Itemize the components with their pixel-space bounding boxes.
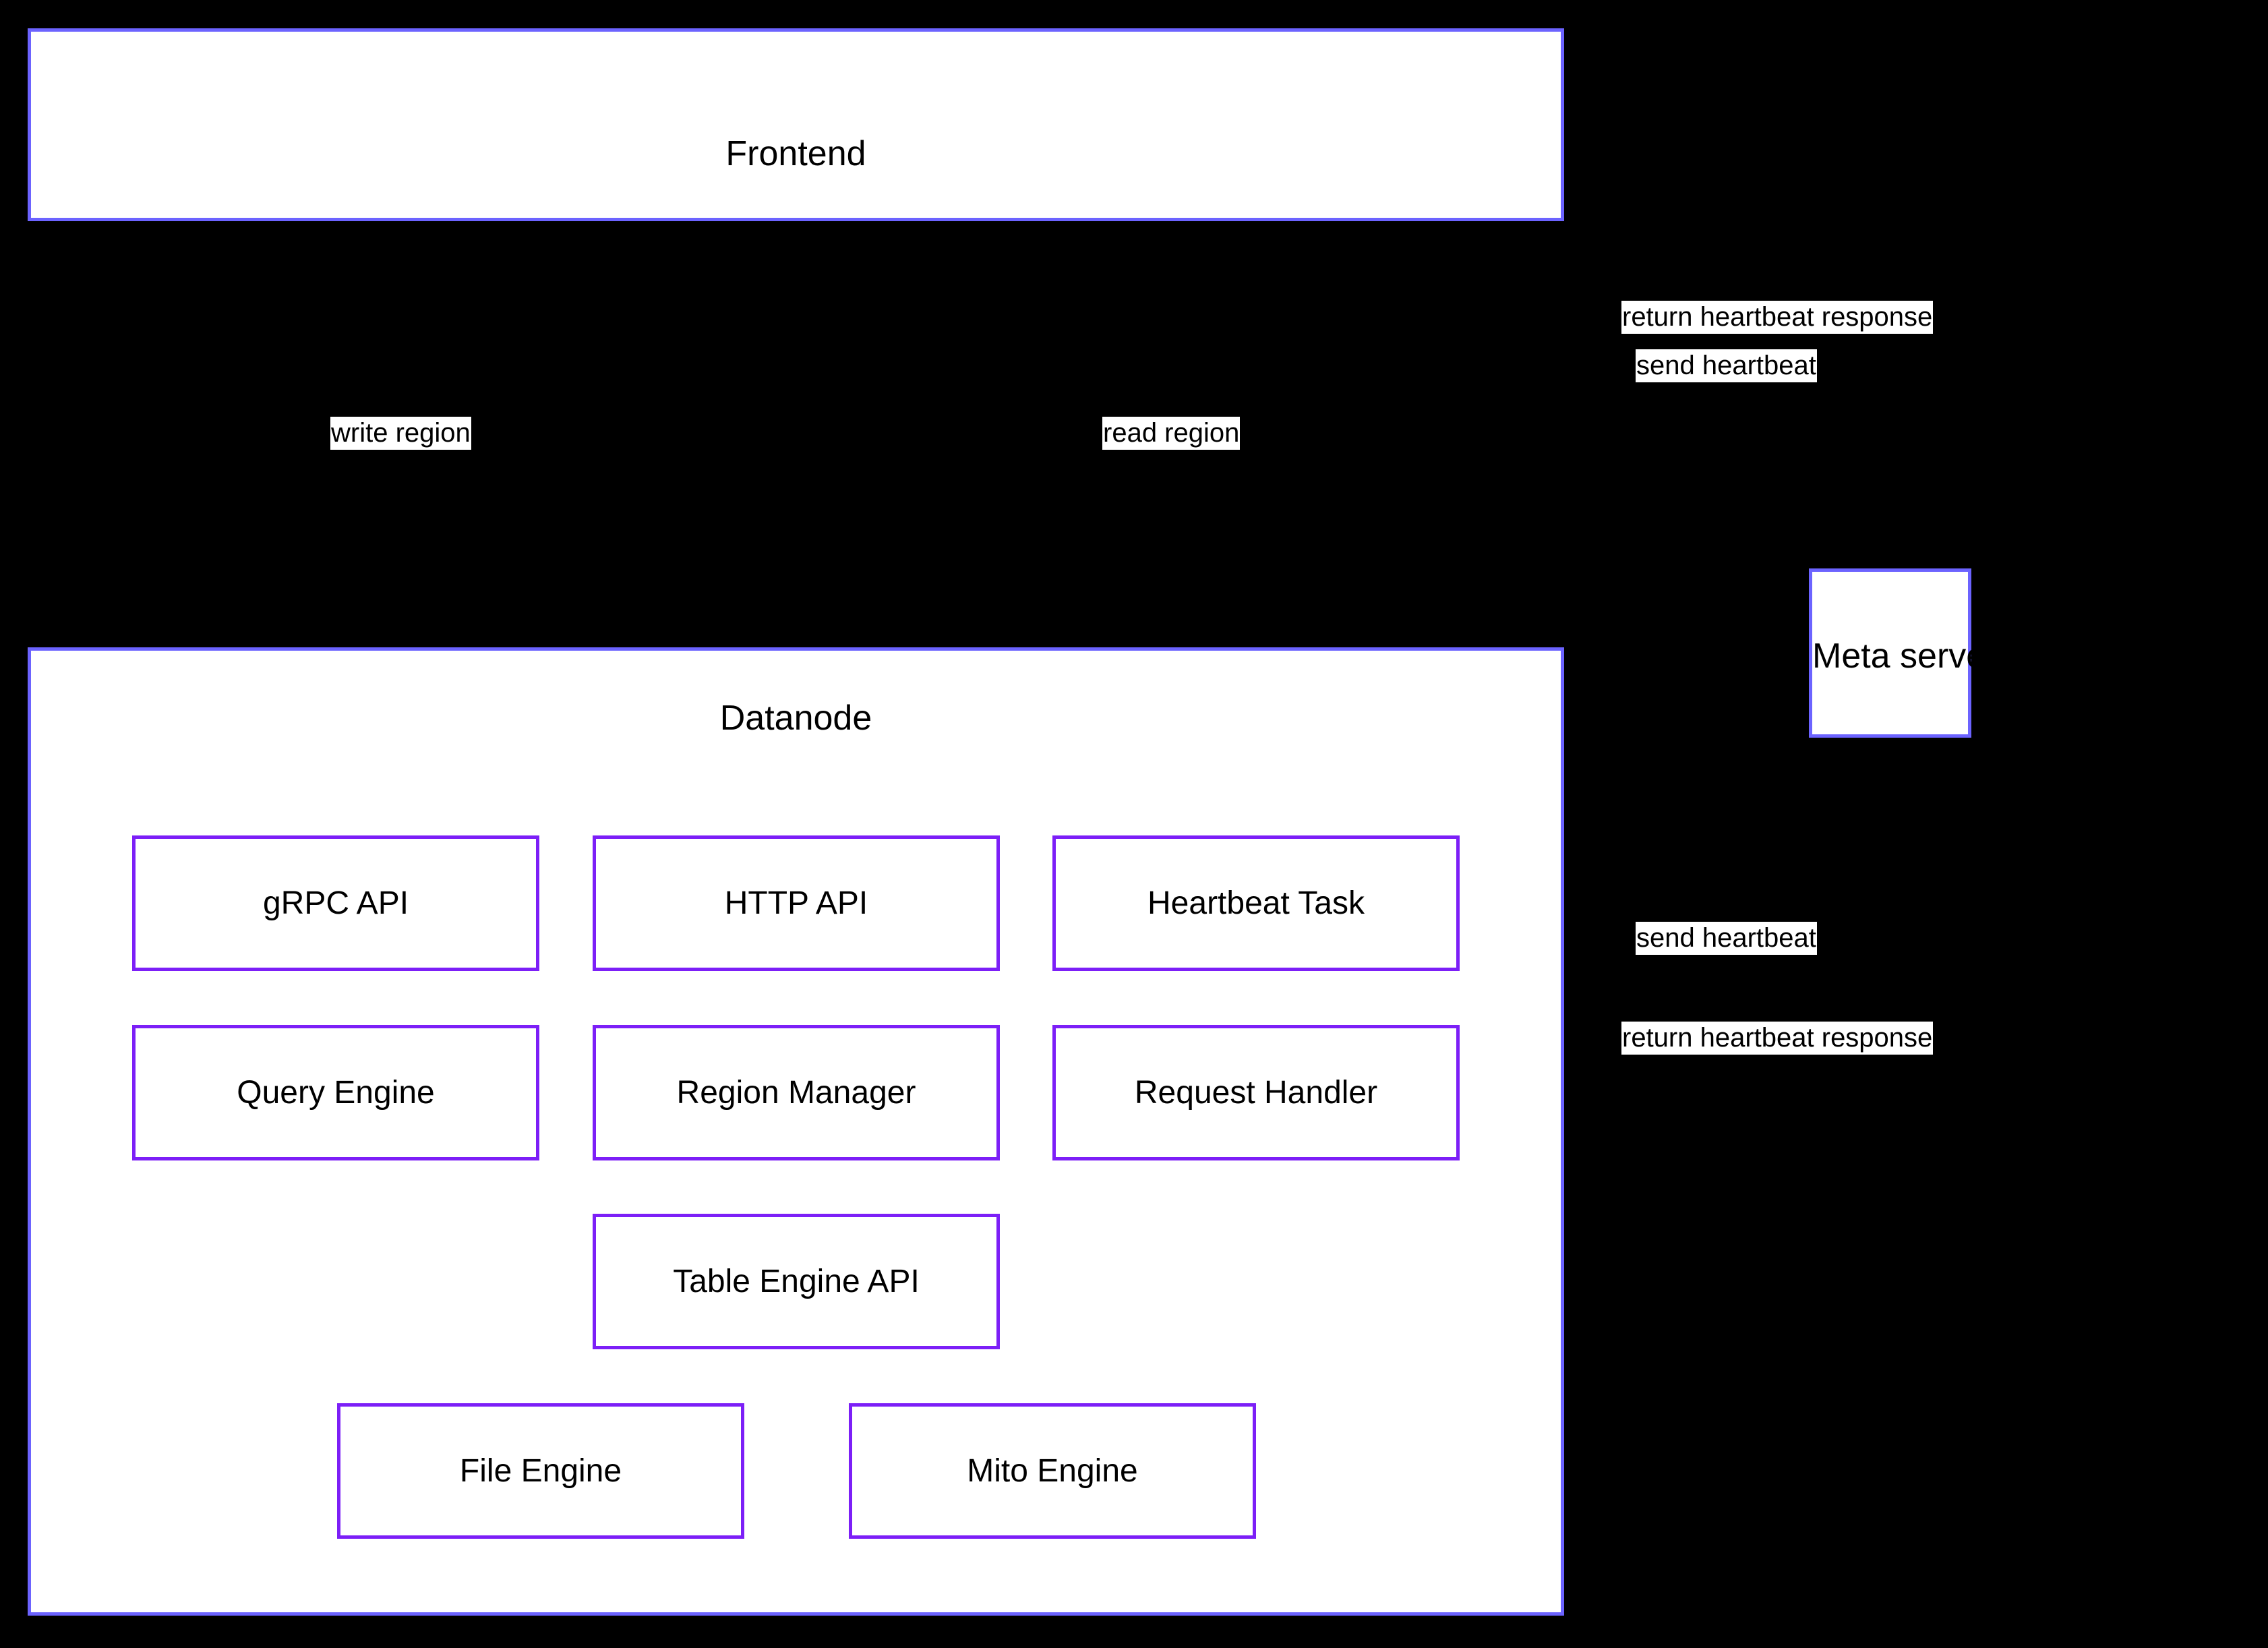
component-region-manager[interactable]: Region Manager [593,1025,1000,1160]
edge-label-read-region: read region [1102,417,1241,450]
frontend-node[interactable]: Frontend [28,28,1564,221]
component-label: Heartbeat Task [1147,885,1365,921]
component-request-handler[interactable]: Request Handler [1052,1025,1460,1160]
component-http-api[interactable]: HTTP API [593,835,1000,971]
arrowhead-datanode-heartbeat-response [1564,1324,1579,1341]
component-label: Query Engine [237,1074,435,1111]
datanode-title: Datanode [719,699,872,738]
component-mito-engine[interactable]: Mito Engine [849,1403,1256,1539]
edge-label-write-region: write region [330,417,471,450]
component-query-engine[interactable]: Query Engine [132,1025,539,1160]
arrowhead-frontend-heartbeat-response [1564,88,1579,106]
component-label: gRPC API [262,885,409,921]
component-label: Region Manager [676,1074,916,1111]
component-heartbeat-task[interactable]: Heartbeat Task [1052,835,1460,971]
edge-datanode-to-meta-heartbeat [1564,1132,1861,1135]
arrowhead-frontend-send-heartbeat [1564,186,1579,204]
edge-frontend-to-meta-heartbeat-riser [1859,195,1862,568]
edge-datanode-to-meta-heartbeat-riser [1859,738,1862,1134]
edge-meta-to-frontend-response [1564,97,1915,100]
edge-meta-to-datanode-response [1564,1332,1915,1335]
component-grpc-api[interactable]: gRPC API [132,835,539,971]
meta-server-node[interactable]: Meta server [1809,568,1998,738]
edge-label-frontend-return-heartbeat-response: return heartbeat response [1621,301,1934,334]
arrowhead-read-region [1175,221,1193,236]
component-label: File Engine [459,1452,622,1489]
meta-server-title: Meta server [1812,637,1998,676]
edge-label-datonode-send-heartbeat: send heartbeat [1636,922,1817,955]
edge-frontend-to-meta-heartbeat [1564,195,1861,198]
component-label: Mito Engine [967,1452,1138,1489]
edge-label-datanode-return-heartbeat-response: return heartbeat response [1621,1022,1934,1055]
arrowhead-datanode-send-heartbeat [1564,1123,1579,1141]
edge-label-frontend-send-heartbeat: send heartbeat [1636,349,1817,382]
component-table-engine-api[interactable]: Table Engine API [593,1214,1000,1349]
arrowhead-write-region [403,632,421,647]
component-label: Request Handler [1134,1074,1378,1111]
component-file-engine[interactable]: File Engine [337,1403,744,1539]
component-label: Table Engine API [673,1263,920,1299]
component-label: HTTP API [724,885,868,921]
frontend-title: Frontend [725,134,866,173]
